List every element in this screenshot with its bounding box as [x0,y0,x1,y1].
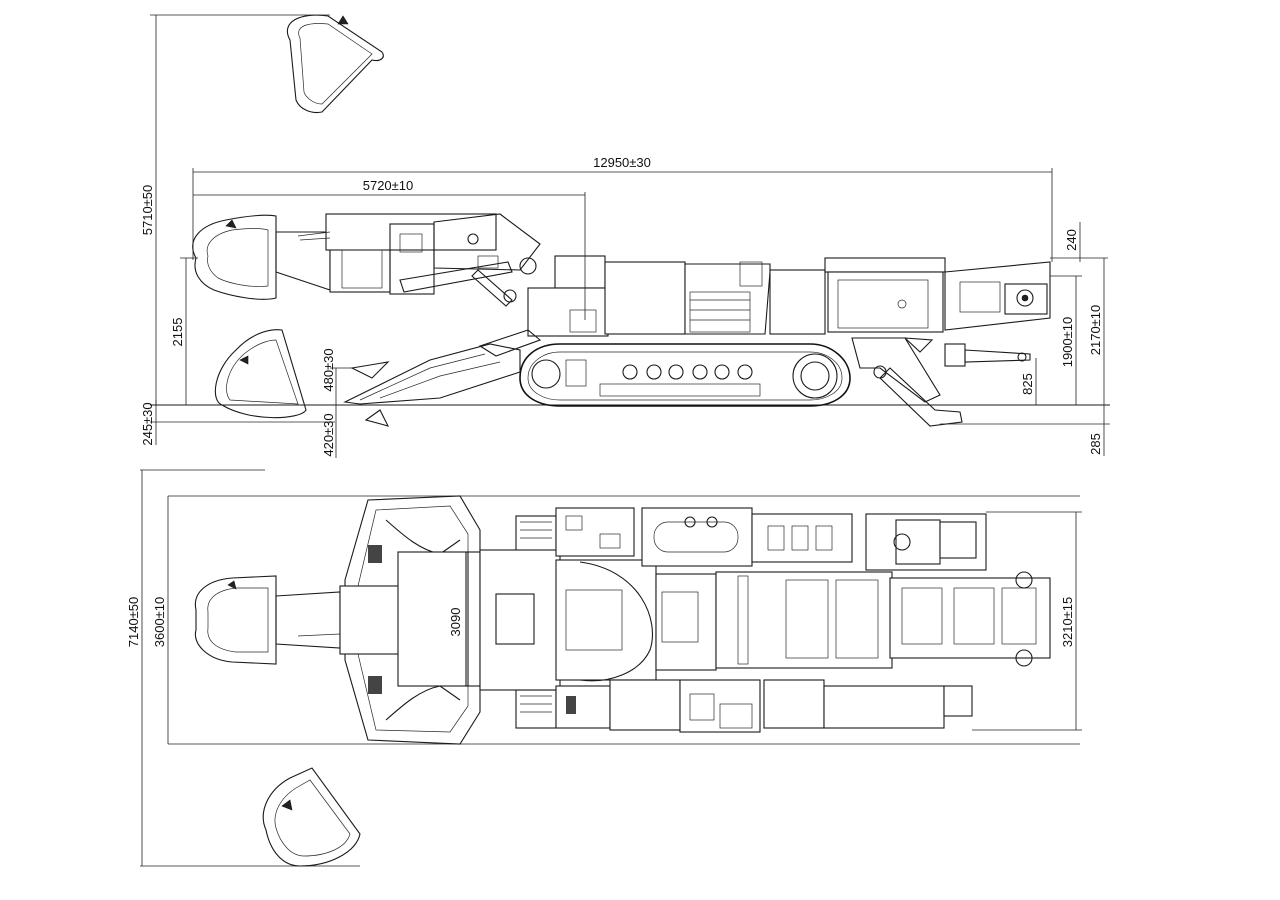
shovel-plan [339,495,483,745]
dim-track-width: 3090 [448,608,463,637]
cutter-head-plan [194,575,341,665]
dim-boom-pivot-height: 2155 [170,318,185,347]
dim-cutter-reach: 5720±10 [363,178,414,193]
dim-shovel-width: 3600±10 [152,597,167,648]
side-view: 12950±30 5720±10 5710±50 2155 480±30 420… [140,14,1110,458]
dim-shovel-lift: 480±30 [321,348,336,391]
equipment-bottom-row [555,679,973,733]
dim-rear-support-height: 825 [1020,373,1035,395]
dim-body-height: 2170±10 [1088,305,1103,356]
body-plan [715,571,1051,669]
track-plan [479,515,561,729]
dim-shovel-depth: 420±30 [321,413,336,456]
rear-stabilizer [851,337,1031,427]
main-body [527,255,826,337]
cutter-head-upper-position [286,14,384,114]
dim-overall-length: 12950±30 [593,155,651,170]
cutter-head [192,214,277,300]
turret-plan [555,559,717,682]
equipment-top-row [555,507,987,571]
cutter-head-plan-swing [262,767,361,867]
cutting-boom [275,213,541,295]
loading-shovel [343,329,542,427]
dim-max-cut-width: 7140±50 [126,597,141,648]
top-view: 7140±50 3600±10 3090 3210±15 [126,469,1082,867]
crawler-track [519,343,851,407]
dim-rear-ground-drop: 285 [1088,433,1103,455]
dim-conveyor-height: 1900±10 [1060,317,1075,368]
dim-under-floor-cut: 245±30 [140,402,155,445]
cutter-head-lower-position [214,329,307,419]
dim-rear-top-offset: 240 [1064,229,1079,251]
dim-max-cut-height: 5710±50 [140,185,155,236]
boom-cylinders [399,255,537,307]
dim-rear-width: 3210±15 [1060,597,1075,648]
side-dimensions: 12950±30 5720±10 5710±50 2155 480±30 420… [140,14,1108,458]
rear-body [824,257,1051,333]
top-dimensions: 7140±50 3600±10 3090 3210±15 [126,470,1082,866]
